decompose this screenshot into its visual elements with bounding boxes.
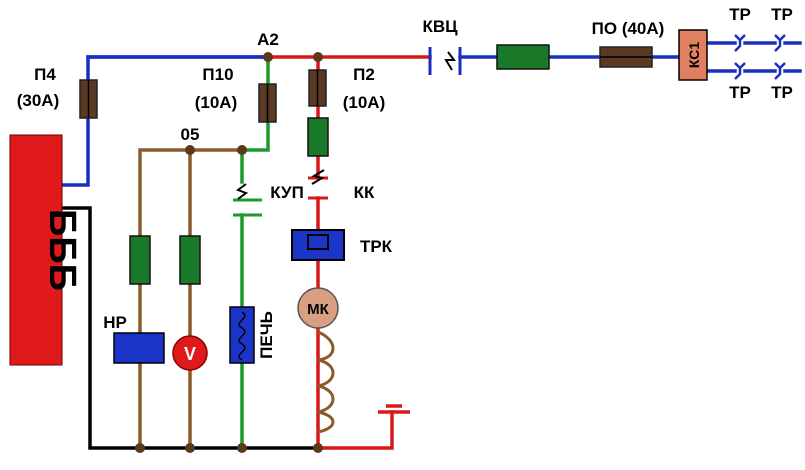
label-tr-3: ТР [729,83,751,102]
junction-05 [185,145,195,155]
tr-contact-icon [774,34,782,52]
motor-circle-icon [297,287,339,329]
label-p10-name: П10 [202,65,233,84]
resistors [129,44,550,285]
switch-arrow-icon [311,169,325,185]
relay-nr [113,332,165,364]
motor-mk: МК [297,287,339,329]
tr-contact-icon [739,34,746,41]
wire-ground-return [60,206,320,450]
junction-a2 [263,52,273,62]
wire-battery-to-p4 [60,55,270,187]
label-p2-name: П2 [353,65,375,84]
voltmeter-circle-icon [172,335,208,371]
resistor-icon [307,117,329,157]
label-trk: ТРК [360,237,393,256]
junction-ground-3 [237,443,247,453]
contactor-kc1: КС1 [678,29,708,81]
resistor-icon [496,44,550,70]
junction-p2-tap [313,52,323,62]
label-p4-rating: (30А) [17,91,60,110]
label-kk: КК [354,183,375,202]
battery-body [9,134,63,366]
label-kvc: КВЦ [422,17,458,36]
tr-contacts [734,34,786,80]
label-heater: ПЕЧЬ [257,311,276,359]
voltmeter-label: V [184,344,196,364]
label-po: ПО (40А) [592,19,665,38]
relay-core [307,234,329,250]
labels: П4 (30А) А2 П10 (10А) П2 (10А) 05 КУП КК… [17,5,793,359]
label-p2-rating: (10А) [343,93,386,112]
voltmeter: V [172,335,208,371]
heater [229,306,255,364]
contactor-body [678,29,708,81]
junctions [135,52,323,453]
resistor-icon [129,235,151,285]
resistor-icon [179,235,201,285]
switch-kup [233,183,262,217]
switch-kk [308,169,328,200]
label-tr-1: ТР [729,5,751,24]
switch-arrow-icon [444,51,456,71]
tr-contact-icon [734,34,742,52]
tr-contact-icon [779,62,786,69]
wire-ground-red [316,410,394,450]
junction-ground-2 [185,443,195,453]
fuse-p4 [79,79,98,119]
contactor-label: КС1 [686,42,702,68]
relay-coil-icon [113,332,165,364]
coil-winding-icon [317,330,335,434]
label-a2: А2 [257,30,279,49]
label-tr-2: ТР [771,5,793,24]
fuse-p10 [258,83,277,123]
label-kup: КУП [270,183,304,202]
heater-coil-icon [238,311,246,361]
fuse-po [599,46,653,68]
coil-path [317,330,335,434]
tr-contact-icon [739,62,746,69]
label-nr: НР [103,313,127,332]
tr-contact-icon [774,62,782,80]
label-p10-rating: (10А) [195,93,238,112]
switch-arrow-icon [235,183,249,200]
label-p4-name: П4 [34,65,56,84]
switch-kvc [428,47,462,75]
junction-ground-1 [135,443,145,453]
label-05: 05 [181,125,200,144]
junction-ground-4 [313,443,323,453]
ground-icon [378,404,410,414]
wires [60,41,802,450]
tr-contact-icon [734,62,742,80]
junction-05-right [237,145,247,155]
tr-contact-icon [779,34,786,41]
battery-label: БББ [41,209,83,291]
label-tr-4: ТР [771,83,793,102]
fuse-p2 [308,69,327,107]
motor-label: МК [307,301,329,318]
battery-block: БББ [9,134,83,366]
relay-trk [291,229,345,261]
